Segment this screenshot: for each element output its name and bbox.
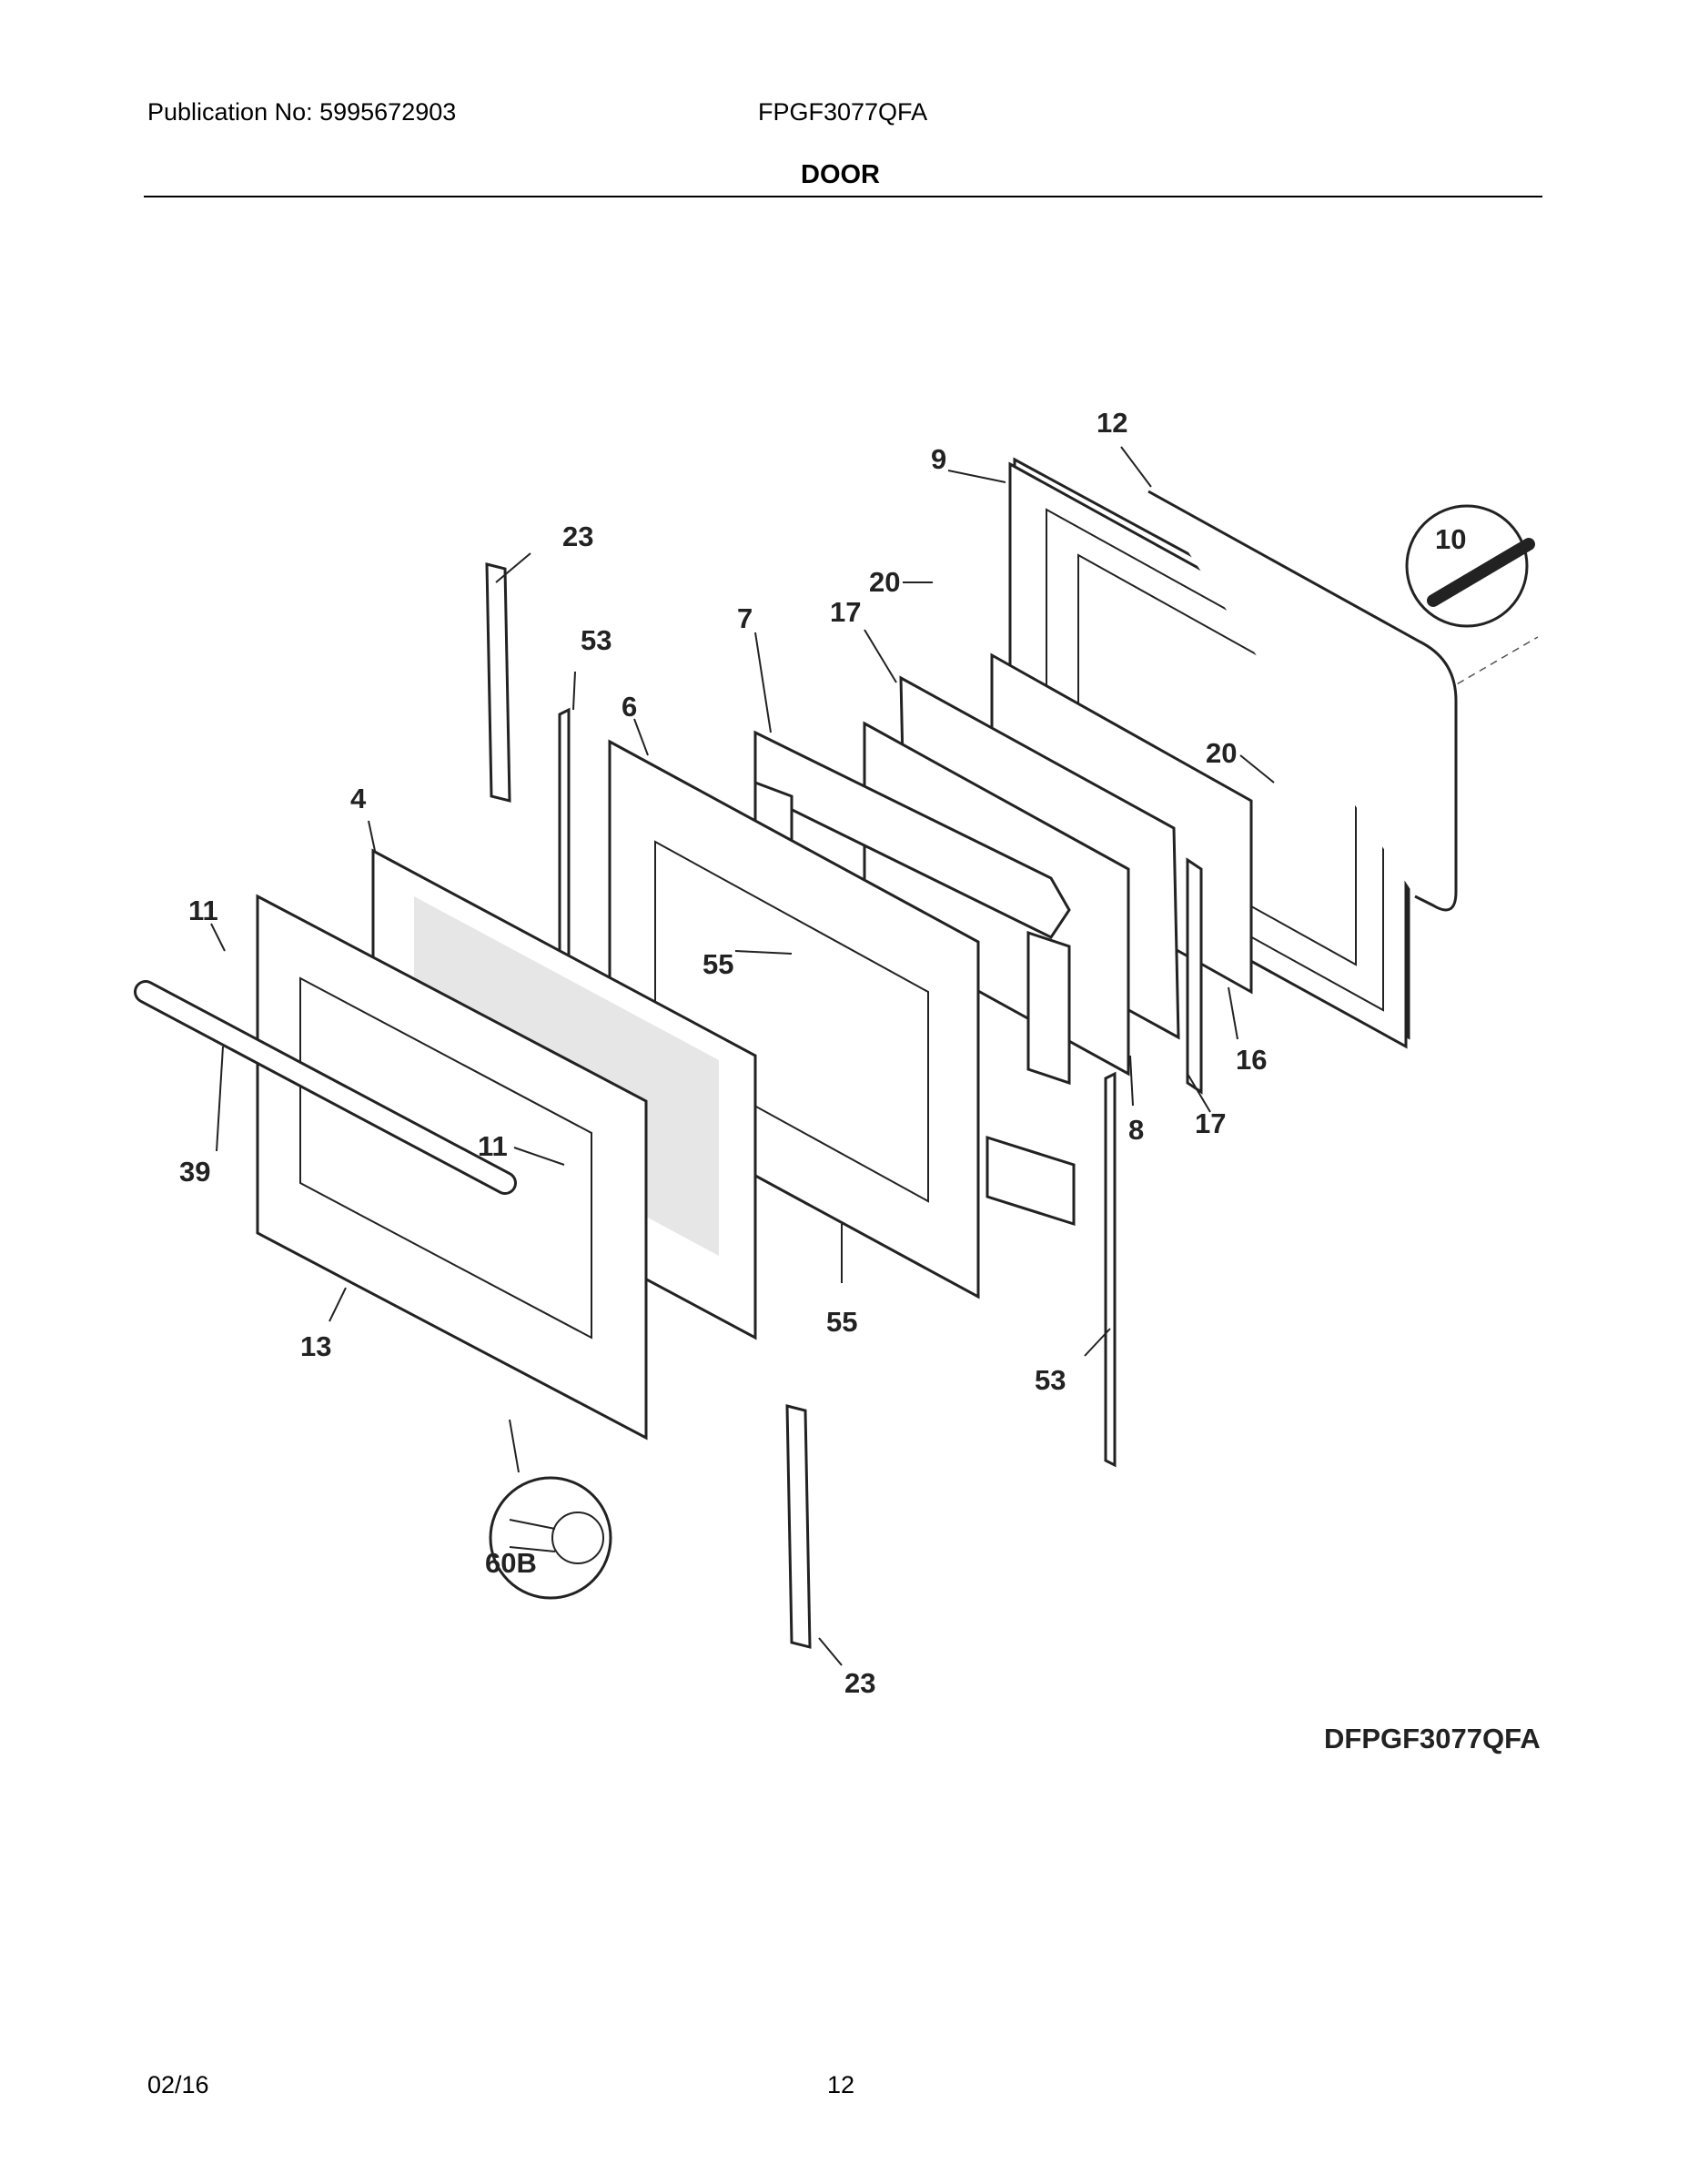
section-title: DOOR — [801, 160, 880, 189]
callout-13: 13 — [300, 1330, 331, 1362]
callout-20-upper: 20 — [869, 566, 900, 598]
callout-53-lower: 53 — [1035, 1364, 1066, 1396]
diagram-code: DFPGF3077QFA — [1324, 1723, 1541, 1754]
part-door-handle — [134, 980, 517, 1195]
part-hinge — [485, 562, 812, 1649]
model-number: FPGF3077QFA — [758, 98, 928, 126]
callout-23-lower: 23 — [844, 1667, 875, 1699]
page-number: 12 — [827, 2071, 855, 2098]
publication-number: Publication No: 5995672903 — [147, 98, 457, 126]
callout-7: 7 — [737, 602, 753, 634]
callout-55-lower: 55 — [826, 1306, 857, 1338]
leader-lines — [210, 446, 1275, 1666]
callout-23-upper: 23 — [562, 521, 593, 552]
callout-8: 8 — [1128, 1114, 1144, 1146]
callout-labels: 4 6 7 8 9 10 11 11 12 13 16 17 17 20 20 … — [179, 407, 1466, 1699]
callout-17-lower: 17 — [1195, 1107, 1226, 1139]
detail-hinge-pin — [1405, 504, 1535, 628]
callout-55-upper: 55 — [702, 948, 733, 980]
callout-11-upper: 11 — [188, 895, 218, 926]
callout-39: 39 — [179, 1156, 210, 1188]
callout-9: 9 — [931, 443, 946, 475]
callout-12: 12 — [1097, 407, 1127, 439]
callout-17-upper: 17 — [830, 596, 861, 628]
callout-20-lower: 20 — [1206, 737, 1237, 769]
callout-60b: 60B — [485, 1547, 537, 1579]
callout-10: 10 — [1435, 523, 1466, 555]
callout-16: 16 — [1236, 1044, 1267, 1076]
footer-date: 02/16 — [147, 2071, 209, 2098]
header-rule — [144, 196, 1542, 197]
callout-4: 4 — [350, 783, 367, 814]
callout-6: 6 — [622, 691, 637, 723]
callout-11-lower: 11 — [478, 1130, 508, 1162]
detail-screw — [489, 1476, 612, 1600]
callout-53-upper: 53 — [581, 624, 612, 656]
part-door-gasket — [1147, 490, 1458, 912]
